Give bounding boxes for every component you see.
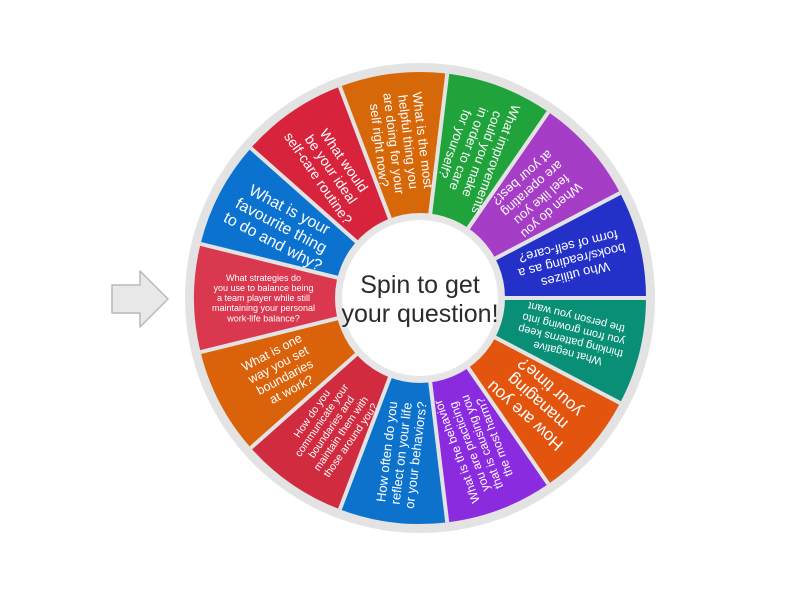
segment-label-line: work-life balance?	[226, 313, 300, 323]
wheel-segments	[194, 72, 646, 524]
wheel-segment	[200, 317, 358, 448]
wheel-segment	[467, 112, 621, 260]
wheel-segment	[493, 298, 646, 404]
segment-divider	[492, 334, 622, 405]
wheel-segment	[467, 336, 621, 484]
segment-label-line: maintaining your personal	[212, 303, 315, 313]
wheel-dividers	[200, 73, 646, 523]
segment-divider	[492, 191, 622, 262]
segment-divider	[428, 380, 450, 523]
segment-divider	[465, 110, 551, 231]
segment-divider	[337, 85, 393, 222]
segment-divider	[200, 241, 340, 281]
arrow-right-icon	[111, 270, 169, 328]
wheel-segment	[339, 375, 448, 524]
wheel-hub[interactable]	[342, 220, 498, 376]
segment-divider	[249, 351, 360, 450]
wheel-segment	[250, 86, 391, 243]
wheel-segment	[430, 73, 549, 230]
wheel-segment	[200, 148, 358, 279]
segment-divider	[200, 315, 340, 355]
segment-divider	[337, 374, 393, 511]
wheel-segment	[493, 192, 646, 298]
segment-divider	[428, 73, 450, 216]
segment-divider	[249, 146, 360, 245]
wheel-segment	[430, 366, 549, 523]
segment-label-line: What strategies do	[226, 273, 301, 283]
wheel-segment	[250, 353, 391, 510]
wheel-segment	[339, 72, 448, 221]
segment-label-line: a team player while still	[217, 293, 310, 303]
segment-divider	[465, 365, 551, 486]
segment-label-line: you use to balance being	[213, 283, 313, 293]
